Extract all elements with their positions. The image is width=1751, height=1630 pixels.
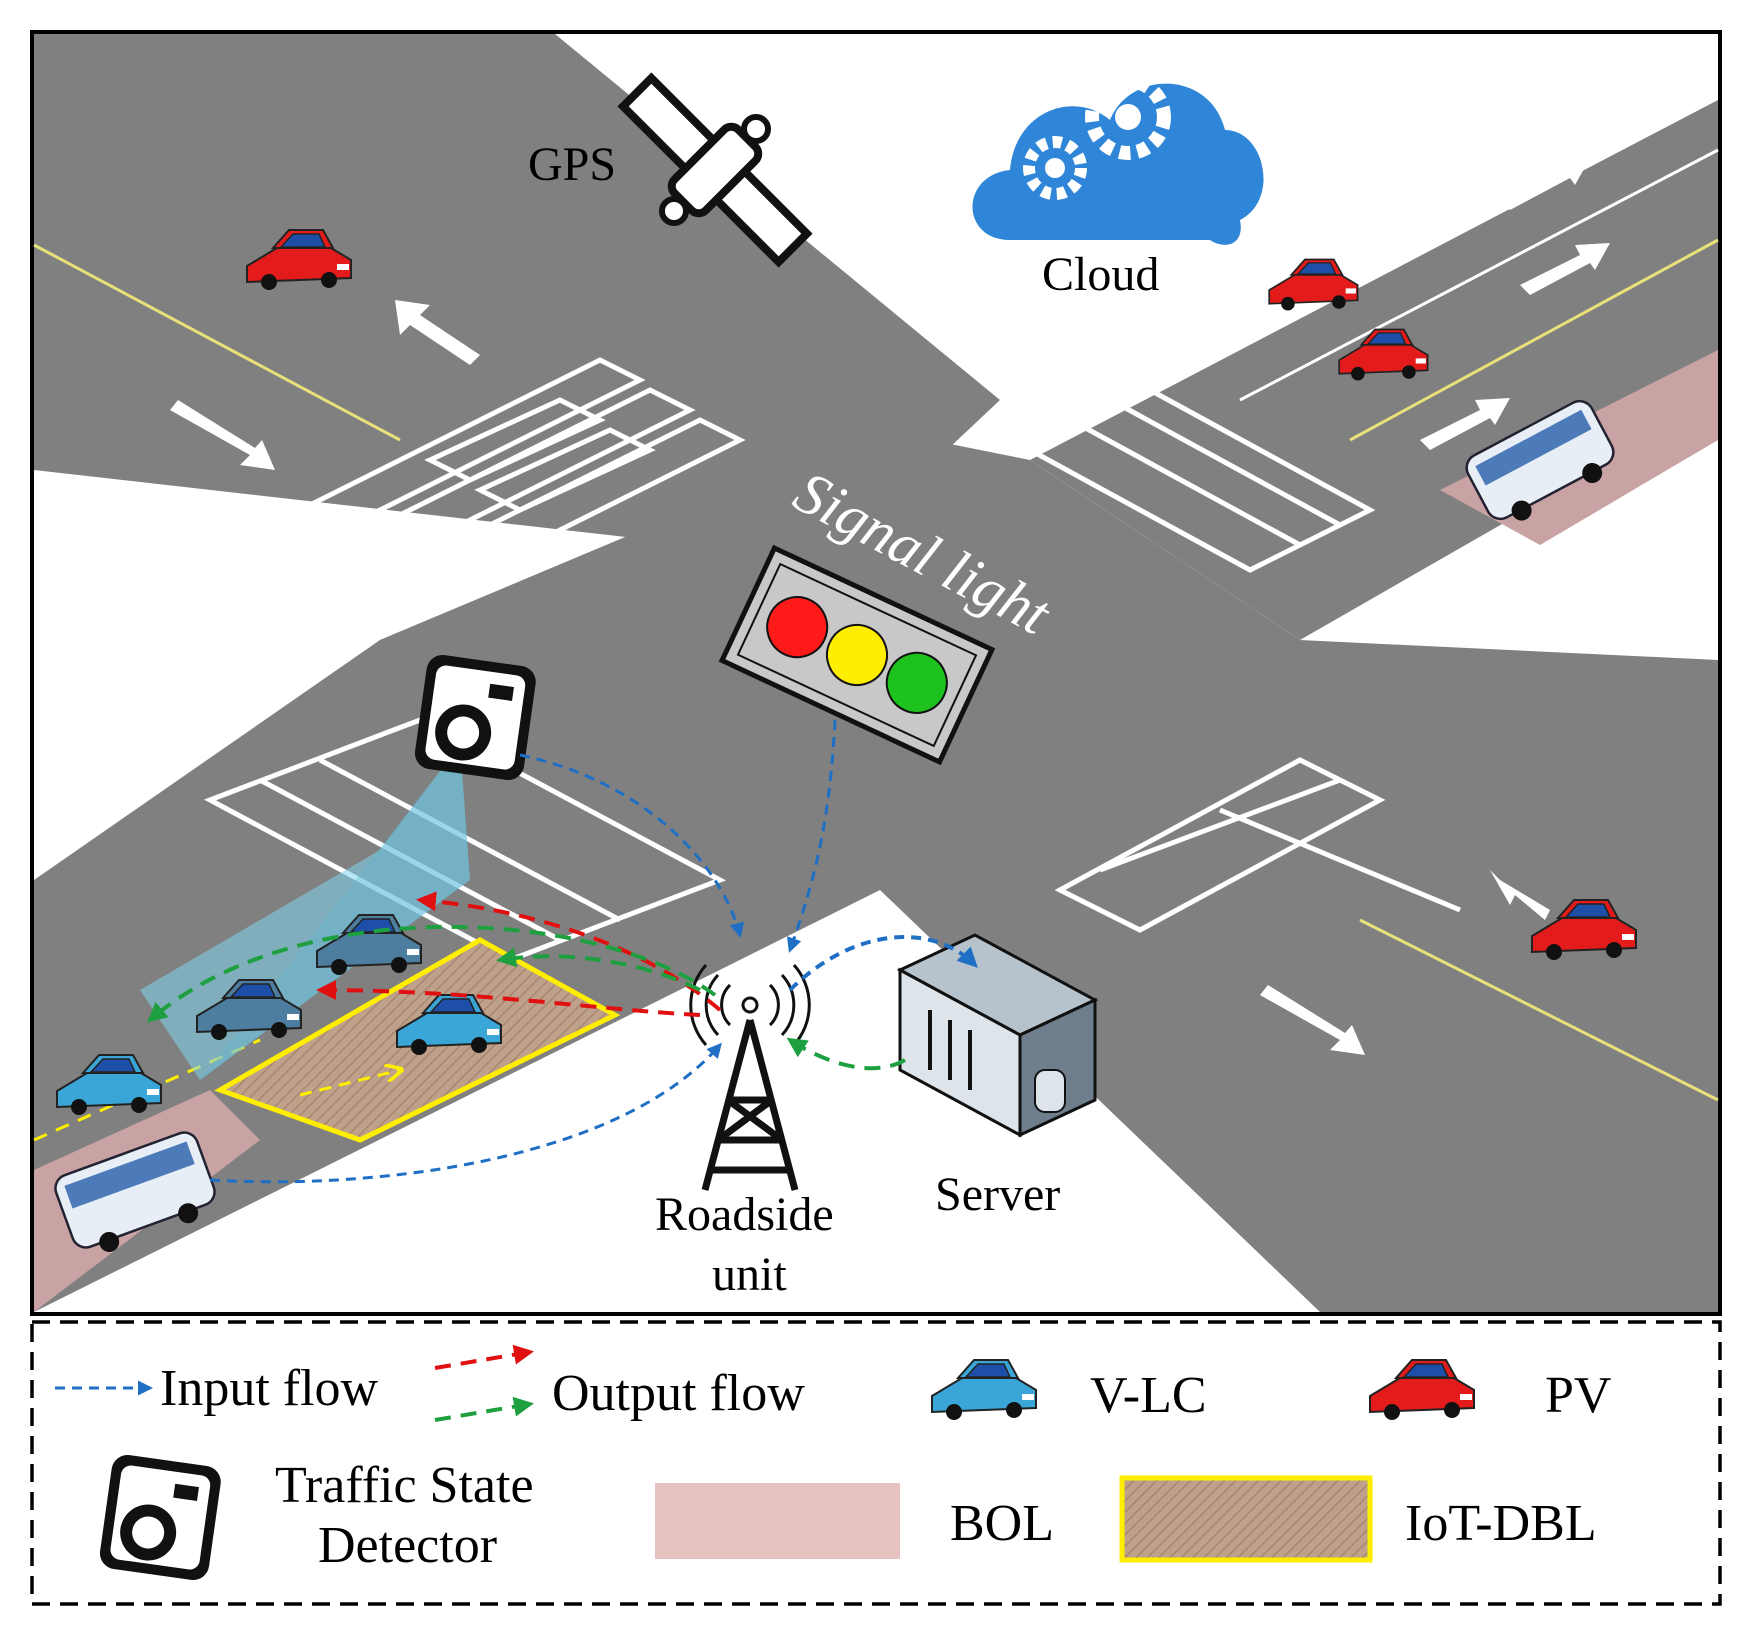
output-flow-green-2 <box>496 947 701 992</box>
legend-bol-swatch <box>655 1483 900 1559</box>
legend-output-flow-red-swatch <box>434 1344 534 1370</box>
legend: Input flow Output flow V-LC PV Traffic S… <box>30 1320 1722 1606</box>
legend-frame <box>30 1320 1722 1606</box>
output-flow-green-1 <box>146 924 717 1023</box>
lane-change-path <box>299 1070 400 1097</box>
legend-vlc-icon <box>931 1359 1037 1421</box>
arrow-nw-out <box>395 300 480 365</box>
arrow-nw-in <box>170 400 275 470</box>
direction-arrows <box>170 158 1610 1055</box>
signal-green <box>885 651 948 714</box>
crosswalk-east <box>1024 387 1376 573</box>
camera-icon <box>414 655 536 781</box>
legend-pv-label: PV <box>1545 1367 1611 1424</box>
signal-yellow <box>826 624 888 686</box>
traffic-signal-icon <box>718 544 996 766</box>
arrow-ne-1 <box>1500 158 1590 210</box>
gear-icon <box>1085 74 1171 160</box>
roads <box>33 34 1719 1312</box>
roadside-unit-icon <box>689 964 811 1191</box>
input-flows <box>209 719 978 1184</box>
legend-camera-icon <box>99 1455 221 1581</box>
input-flow-signal <box>786 719 837 953</box>
legend-vlc-label: V-LC <box>1090 1367 1207 1424</box>
legend-iot-dbl-swatch <box>1119 1475 1373 1563</box>
server-label: Server <box>935 1168 1060 1221</box>
signal-red <box>766 596 829 659</box>
bus-west <box>54 1131 216 1252</box>
server-icon <box>896 933 1099 1138</box>
legend-iot-dbl-label: IoT-DBL <box>1405 1495 1597 1552</box>
camera-fov <box>140 745 470 1080</box>
cloud-label: Cloud <box>1042 248 1159 301</box>
road-southeast <box>880 640 1718 1312</box>
gear-icon <box>1023 136 1087 200</box>
lane-line-yellow-nw <box>33 243 401 442</box>
legend-output-flow-green-swatch <box>434 1396 534 1422</box>
crosswalk-south <box>1054 757 1461 933</box>
legend-bol-label: BOL <box>950 1495 1054 1552</box>
lane-line-yellow-ne <box>1349 238 1719 442</box>
output-flow-green-server <box>786 1037 906 1071</box>
roadside-unit-label-1: Roadside <box>655 1188 834 1241</box>
arrow-se-2 <box>1260 985 1365 1055</box>
roadside-unit-label-2: unit <box>712 1248 787 1301</box>
gps-label: GPS <box>528 138 616 191</box>
legend-tsd-label-1: Traffic State <box>275 1457 534 1514</box>
input-flow-bus <box>209 1042 722 1184</box>
crosswalk-north <box>194 357 746 643</box>
lane-line-yellow-se <box>1359 918 1719 1102</box>
gps-satellite-icon <box>617 72 813 268</box>
arrow-ne-3 <box>1420 398 1510 450</box>
cloud-icon <box>972 74 1264 245</box>
output-flows <box>146 891 906 1071</box>
bus-east <box>1465 399 1615 521</box>
road-northwest <box>34 34 1000 560</box>
legend-output-flow-label: Output flow <box>552 1365 805 1422</box>
output-flow-red-2 <box>316 980 701 1017</box>
arrow-ne-2 <box>1520 243 1610 295</box>
legend-pv-icon <box>1369 1359 1475 1421</box>
legend-input-flow-label: Input flow <box>160 1360 379 1417</box>
crosswalks <box>194 357 1461 963</box>
lane-line-white-ne <box>1239 148 1719 402</box>
legend-tsd-label-2: Detector <box>318 1517 497 1574</box>
arrow-se-1 <box>1490 870 1550 920</box>
